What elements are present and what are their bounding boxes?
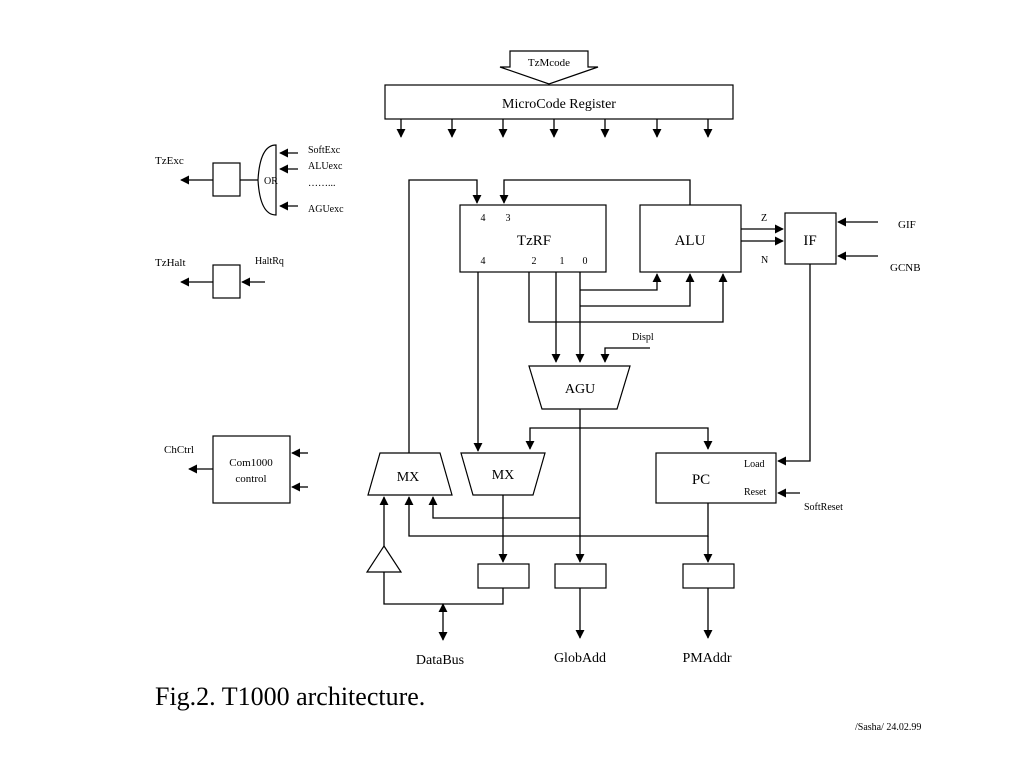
gcnb-label: GCNB: [890, 262, 921, 274]
globadd-register: [554, 563, 607, 589]
alu-label: ALU: [675, 233, 706, 249]
tzrf-port-2: 2: [532, 256, 537, 267]
databus-buffer: [365, 544, 403, 573]
tzrf-block: [459, 204, 607, 273]
tzhalt-label: TzHalt: [155, 257, 186, 269]
tzrf-port-0: 0: [583, 256, 588, 267]
displ-label: Displ: [632, 332, 654, 343]
microcode-register-label: MicroCode Register: [502, 97, 616, 112]
microcode-outputs: [396, 119, 713, 138]
mx-left: MX: [367, 452, 453, 496]
com1000-line2: control: [235, 473, 266, 485]
or-gate-label: OR: [264, 176, 278, 187]
tzrf-port-4-top: 4: [481, 213, 486, 224]
if-block: [784, 212, 837, 265]
agu-label: AGU: [565, 382, 595, 397]
globadd-label: GlobAdd: [554, 651, 606, 666]
figure-caption: Fig.2. T1000 architecture.: [155, 682, 426, 711]
or-input-ellipsis: ……...: [308, 178, 336, 189]
or-input-aguexc: AGUexc: [308, 204, 344, 215]
tzrf-port-4-bottom: 4: [481, 256, 486, 267]
pc-label: PC: [692, 472, 710, 488]
alu-flag-n: N: [761, 255, 768, 266]
pmaddr-register: [682, 563, 735, 589]
tzrf-port-3-top: 3: [506, 213, 511, 224]
mx-right-label: MX: [492, 468, 515, 483]
alu-flag-z: Z: [761, 213, 767, 224]
com1000-control: [212, 435, 291, 504]
agu-block: AGU: [528, 365, 631, 410]
tzhalt-latch: [212, 264, 241, 299]
databus-label: DataBus: [416, 653, 464, 668]
chctrl-label: ChCtrl: [164, 444, 194, 456]
author-signature: /Sasha/ 24.02.99: [855, 722, 922, 733]
or-input-aluexc: ALUexc: [308, 161, 343, 172]
or-input-softexc: SoftExc: [308, 145, 341, 156]
mx-left-label: MX: [397, 470, 420, 485]
pc-load-label: Load: [744, 459, 765, 470]
com1000-line1: Com1000: [229, 457, 273, 469]
pc-reset-label: Reset: [744, 487, 766, 498]
softreset-label: SoftReset: [804, 502, 843, 513]
tzrf-port-1: 1: [560, 256, 565, 267]
databus-register: [477, 563, 530, 589]
mx-right: MX: [460, 452, 546, 496]
alu-block: [639, 204, 742, 273]
pc-block: [655, 452, 777, 504]
tzrf-label: TzRF: [517, 233, 551, 249]
tzexc-latch: [212, 162, 241, 197]
tzmcode-label: TzMcode: [528, 57, 570, 69]
or-gate: OR: [257, 144, 278, 216]
haltrq-label: HaltRq: [255, 256, 284, 267]
tzexc-label: TzExc: [155, 155, 184, 167]
tzmcode-arrow: TzMcode: [499, 50, 599, 85]
pmaddr-label: PMAddr: [682, 651, 731, 666]
microcode-register: MicroCode Register: [384, 84, 734, 120]
gif-label: GIF: [898, 219, 916, 231]
if-label: IF: [803, 233, 816, 249]
